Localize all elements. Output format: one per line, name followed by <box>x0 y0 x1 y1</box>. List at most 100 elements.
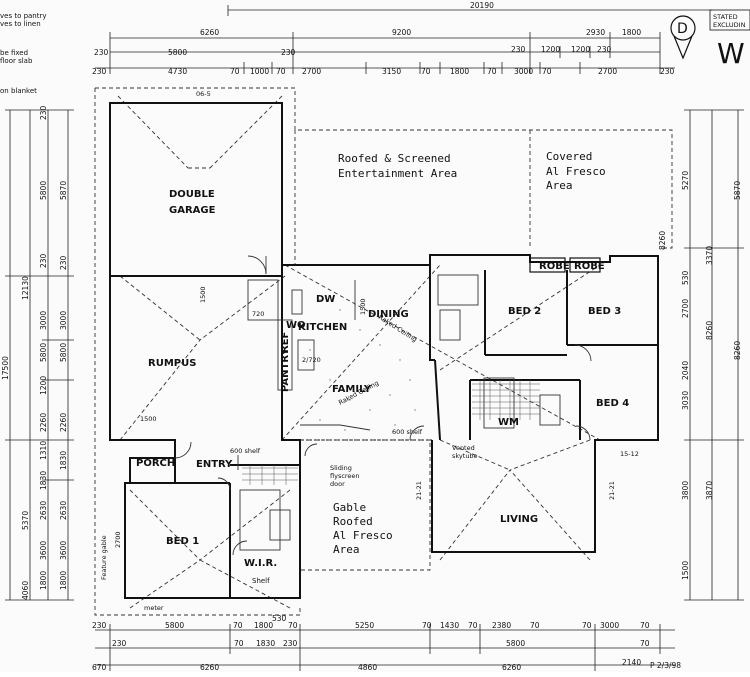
eaves-label: 06-5 <box>196 90 211 98</box>
dim-bottom-8: 1430 <box>440 621 459 630</box>
shelf-600-2: 600 shelf <box>392 428 423 436</box>
dim-left-22: 2630 <box>59 501 68 520</box>
dim-left-12: 2630 <box>39 501 48 520</box>
dim-left-18: 3000 <box>59 311 68 330</box>
label-bed1: BED 1 <box>166 536 199 547</box>
stated-text-1: STATED <box>713 13 738 21</box>
dim-top-18: 3150 <box>382 67 401 76</box>
dim-top-23: 70 <box>542 67 552 76</box>
dim-top-12: 230 <box>92 67 107 76</box>
dim-total-width: 20190 <box>470 1 494 10</box>
dim-right-4: 3370 <box>705 246 714 265</box>
dim-right-6: 2700 <box>681 299 690 318</box>
dim-right-1: 5870 <box>733 181 742 200</box>
dim-left-6: 3000 <box>39 311 48 330</box>
dim-left-23: 3600 <box>59 541 68 560</box>
pitch-3: 15-12 <box>620 450 639 458</box>
dim-top-15: 1000 <box>250 67 269 76</box>
dim-top-16: 70 <box>276 67 286 76</box>
dim-top-11: 230 <box>597 45 612 54</box>
dim-left-19: 5800 <box>59 343 68 362</box>
dim-left-14: 3600 <box>39 541 48 560</box>
note-blanket: on blanket <box>0 87 37 95</box>
label-double-garage-2: GARAGE <box>169 205 216 216</box>
vented-skytube-2: skytube <box>452 452 478 460</box>
dim-bottom-5: 70 <box>288 621 298 630</box>
dim-left-21: 1830 <box>59 451 68 470</box>
roofed-area-line1: Roofed & Screened <box>338 152 451 165</box>
dim-top-2: 9200 <box>392 28 411 37</box>
dim-top-5: 230 <box>94 48 109 57</box>
walls <box>109 102 659 599</box>
dim-top-10: 1200 <box>571 45 590 54</box>
label-dining: DINING <box>368 309 409 320</box>
top-left-notes: ves to pantry ves to linen be fixed floo… <box>0 12 47 95</box>
dim-left-15: 1800 <box>39 571 48 590</box>
north-badge: D <box>670 15 696 60</box>
note-pantry: ves to pantry <box>0 12 47 20</box>
outdoor-areas: Roofed & Screened Entertainment Area Cov… <box>333 150 606 556</box>
note-linen: ves to linen <box>0 20 41 28</box>
dim-left-5: 230 <box>39 253 48 268</box>
gable-area-line2: Roofed <box>333 515 373 528</box>
roofed-area-line2: Entertainment Area <box>338 167 457 180</box>
label-entry: ENTRY <box>196 459 233 470</box>
top-dimension-text: 20190 6260 9200 2930 1800 230 5800 230 2… <box>92 1 675 76</box>
dim-right-8: 3030 <box>681 391 690 410</box>
dim-top-4: 1800 <box>622 28 641 37</box>
meter-label: meter <box>144 604 164 612</box>
label-pantry: PANTRY <box>280 348 291 392</box>
label-wo: WO <box>286 320 306 331</box>
dim-left-9: 2260 <box>39 413 48 432</box>
dim-top-7: 230 <box>281 48 296 57</box>
dim-bottom-1: 230 <box>92 621 107 630</box>
dim-bottom-2: 5800 <box>165 621 184 630</box>
label-dw: DW <box>316 294 335 305</box>
dim-right-11: 3870 <box>705 481 714 500</box>
door-2720: 2/720 <box>302 356 321 364</box>
dim-top-6: 5800 <box>168 48 187 57</box>
dim-right-10: 1500 <box>681 561 690 580</box>
note-fixed: be fixed <box>0 49 28 57</box>
dim-top-21: 70 <box>487 67 497 76</box>
dim-1500-a: 1500 <box>199 286 207 303</box>
dim-right-9: 3800 <box>681 481 690 500</box>
family-floor-dots <box>309 299 416 431</box>
label-rumpus: RUMPUS <box>148 358 196 369</box>
dim-top-1: 6260 <box>200 28 219 37</box>
shelf-600-1: 600 shelf <box>230 447 261 455</box>
dim-bottom-10: 2380 <box>492 621 511 630</box>
dim-top-22: 3000 <box>514 67 533 76</box>
dim-bottom-r2-2: 70 <box>234 639 244 648</box>
top-dimension-lines <box>95 5 712 74</box>
dim-top-8: 230 <box>511 45 526 54</box>
bottom-dimension-lines <box>95 624 675 671</box>
label-double-garage-1: DOUBLE <box>169 189 215 200</box>
garage-walls <box>109 102 283 277</box>
label-bed4: BED 4 <box>596 398 629 409</box>
dim-top-19: 70 <box>421 67 431 76</box>
label-robe-2: ROBE <box>574 261 605 272</box>
dim-right-3: 5270 <box>681 171 690 190</box>
dim-left-20: 2260 <box>59 413 68 432</box>
dim-bottom-9: 70 <box>468 621 478 630</box>
sliding-door-2: flyscreen <box>330 472 360 480</box>
dim-bottom-7: 70 <box>422 621 432 630</box>
dim-bottom-r3-1: 670 <box>92 663 107 672</box>
dim-bottom-r3-5: 2140 <box>622 658 641 667</box>
wet-area-hatching <box>242 380 540 485</box>
dim-left-11: 1830 <box>39 471 48 490</box>
label-robe-1: ROBE <box>539 261 570 272</box>
covered-area-line1: Covered <box>546 150 592 163</box>
pitch-2: 21-21 <box>608 481 616 500</box>
right-dimension-lines <box>684 109 744 601</box>
dim-left-8: 1200 <box>39 376 48 395</box>
feature-gable: Feature gable <box>100 535 108 580</box>
dim-1500-b: 1500 <box>140 415 157 423</box>
dim-left-1: 12130 <box>21 276 30 300</box>
dim-bottom-r2-4: 230 <box>283 639 298 648</box>
badge-circle <box>670 15 696 41</box>
dim-left-16: 5870 <box>59 181 68 200</box>
dim-bottom-3: 70 <box>233 621 243 630</box>
